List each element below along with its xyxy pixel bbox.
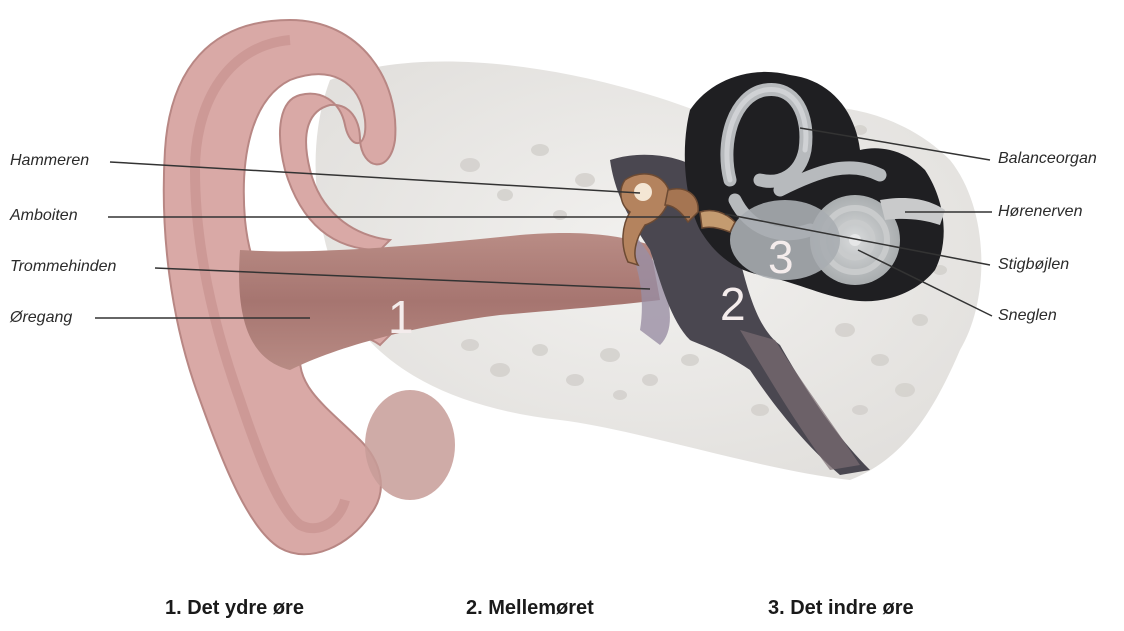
label-hammeren: Hammeren: [10, 152, 89, 170]
region-number-middle: 2: [720, 278, 746, 330]
caption-inner-ear: 3. Det indre øre: [768, 597, 914, 620]
label-balanceorgan: Balanceorgan: [998, 150, 1097, 168]
label-stigbojlen: Stigbøjlen: [998, 256, 1069, 274]
caption-middle-ear: 2. Mellemøret: [466, 597, 594, 620]
region-number-outer: 1: [388, 291, 414, 343]
label-trommehinden: Trommehinden: [10, 258, 116, 276]
caption-outer-ear: 1. Det ydre øre: [165, 597, 304, 620]
region-number-inner: 3: [768, 231, 794, 283]
label-horenerven: Hørenerven: [998, 203, 1082, 221]
label-oregang: Øregang: [10, 309, 72, 327]
label-amboiten: Amboiten: [10, 207, 78, 225]
label-sneglen: Sneglen: [998, 307, 1057, 325]
